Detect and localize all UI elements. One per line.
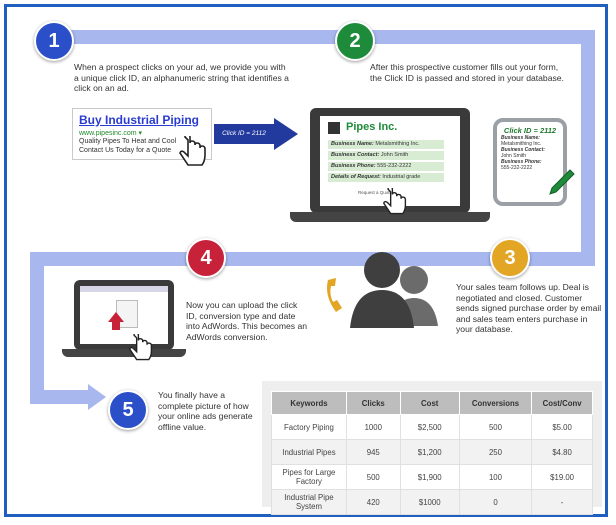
laptop-base bbox=[290, 212, 490, 222]
phone-title: Click ID = 2112 bbox=[503, 126, 557, 135]
cell-keyword: Pipes for Large Factory bbox=[271, 464, 347, 490]
cell-keyword: Factory Piping bbox=[271, 414, 347, 440]
header-cost: Cost bbox=[399, 391, 460, 415]
cell-conversions: 0 bbox=[458, 489, 533, 515]
ad-headline[interactable]: Buy Industrial Piping bbox=[79, 113, 200, 127]
table-row: Industrial Pipe System 420 $1000 0 - bbox=[271, 489, 593, 515]
upload-arrow-icon bbox=[108, 312, 124, 322]
cell-cost: $1000 bbox=[399, 489, 460, 515]
form-row-business-name[interactable]: Business Name: Metalsmithing Inc. bbox=[328, 140, 444, 149]
pointer-hand-icon bbox=[179, 136, 206, 166]
conversion-table: Keywords Clicks Cost Conversions Cost/Co… bbox=[271, 391, 593, 515]
cell-cost-conv: $19.00 bbox=[531, 464, 593, 490]
cell-cost-conv: $4.80 bbox=[531, 439, 593, 465]
building-icon bbox=[328, 122, 340, 134]
ad-url: www.pipesinc.com ▾ bbox=[79, 130, 143, 137]
cell-cost: $1,900 bbox=[399, 464, 460, 490]
header-conversions: Conversions bbox=[458, 391, 533, 415]
step-4-text: Now you can upload the click ID, convers… bbox=[186, 300, 308, 342]
cell-cost-conv: - bbox=[531, 489, 593, 515]
cell-cost-conv: $5.00 bbox=[531, 414, 593, 440]
table-header-row: Keywords Clicks Cost Conversions Cost/Co… bbox=[271, 391, 593, 415]
upload-arrow-stem bbox=[112, 322, 120, 330]
cell-cost: $1,200 bbox=[399, 439, 460, 465]
click-id-arrow: Click ID = 2112 bbox=[214, 124, 274, 144]
flow-track-left bbox=[30, 252, 44, 404]
flow-track-middle bbox=[30, 252, 595, 266]
phone-line-2: Business Contact:John Smith bbox=[501, 147, 545, 159]
step-2-text: After this prospective customer fills ou… bbox=[370, 62, 564, 83]
step-2-badge: 2 bbox=[335, 21, 375, 61]
cell-conversions: 100 bbox=[458, 464, 533, 490]
step-1-text: When a prospect clicks on your ad, we pr… bbox=[74, 62, 289, 94]
cell-clicks: 420 bbox=[345, 489, 401, 515]
header-keywords: Keywords bbox=[271, 391, 347, 415]
cell-clicks: 500 bbox=[345, 464, 401, 490]
laptop-upload bbox=[74, 280, 174, 350]
flow-track-bottom bbox=[30, 390, 90, 404]
cell-conversions: 250 bbox=[458, 439, 533, 465]
laptop-base bbox=[62, 349, 186, 357]
table-row: Industrial Pipes 945 $1,200 250 $4.80 bbox=[271, 439, 593, 465]
flow-track-top bbox=[50, 30, 595, 44]
ad-line-2: Contact Us Today for a Quote bbox=[79, 147, 172, 154]
form-row-details[interactable]: Details of Request: Industrial grade bbox=[328, 173, 444, 182]
step-1-badge: 1 bbox=[34, 21, 74, 61]
flow-track-right bbox=[581, 30, 595, 266]
header-cost-conv: Cost/Conv bbox=[531, 391, 593, 415]
chevron-down-icon: ▾ bbox=[138, 130, 143, 137]
step-4-badge: 4 bbox=[186, 238, 226, 278]
step-3-badge: 3 bbox=[490, 238, 530, 278]
pointer-hand-icon bbox=[128, 334, 153, 361]
header-clicks: Clicks bbox=[345, 391, 401, 415]
phone-line-1: Business Name:Metalsmithing Inc. bbox=[501, 135, 542, 147]
table-row: Factory Piping 1000 $2,500 500 $5.00 bbox=[271, 414, 593, 440]
people-icon bbox=[350, 252, 438, 328]
step-5-badge: 5 bbox=[108, 390, 148, 430]
phone-icon bbox=[327, 278, 342, 312]
table-row: Pipes for Large Factory 500 $1,900 100 $… bbox=[271, 464, 593, 490]
form-submit-button[interactable]: Request a Quote bbox=[358, 190, 393, 195]
form-company-name: Pipes Inc. bbox=[346, 121, 398, 133]
cell-cost: $2,500 bbox=[399, 414, 460, 440]
pointer-hand-icon bbox=[382, 188, 407, 215]
form-row-business-contact[interactable]: Business Contact: John Smith bbox=[328, 151, 444, 160]
pencil-icon bbox=[549, 169, 575, 195]
step-5-text: You finally have a complete picture of h… bbox=[158, 390, 253, 432]
cell-keyword: Industrial Pipes bbox=[271, 439, 347, 465]
browser-bar bbox=[80, 286, 168, 292]
phone-line-3: Business Phone:555-232-2222 bbox=[501, 159, 542, 171]
upload-screen bbox=[80, 286, 168, 344]
cell-clicks: 1000 bbox=[345, 414, 401, 440]
ad-line-1: Quality Pipes To Heat and Cool bbox=[79, 138, 177, 145]
arrow-head bbox=[274, 118, 298, 150]
form-row-business-phone[interactable]: Business Phone: 555-232-2222 bbox=[328, 162, 444, 171]
flow-arrow-head bbox=[88, 384, 106, 410]
step-3-text: Your sales team follows up. Deal is nego… bbox=[456, 282, 602, 335]
cell-clicks: 945 bbox=[345, 439, 401, 465]
cell-conversions: 500 bbox=[458, 414, 533, 440]
cell-keyword: Industrial Pipe System bbox=[271, 489, 347, 515]
